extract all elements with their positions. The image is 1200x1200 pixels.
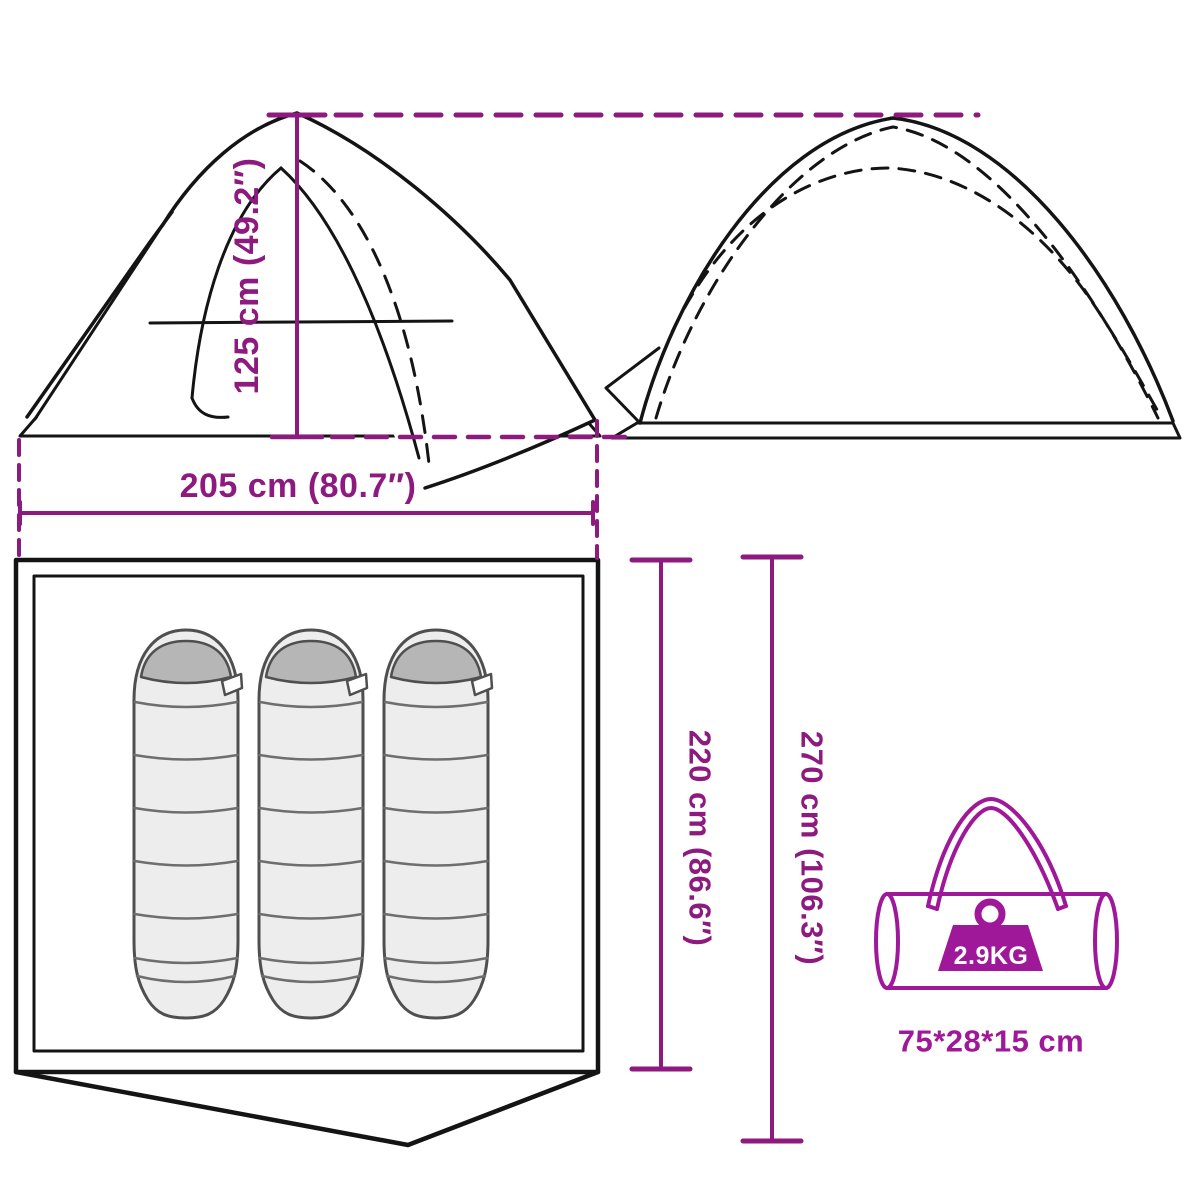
bag-outline	[382, 628, 490, 1020]
carry-bag-weight-label: 2.9KG	[954, 942, 1029, 970]
total-length-caps	[740, 554, 804, 1144]
front-dome-outline	[160, 111, 597, 422]
line-art-layer	[13, 111, 1182, 1148]
bag-ribs	[133, 700, 239, 984]
tent-side-view	[604, 116, 1182, 440]
front-left-pole	[33, 224, 164, 421]
sleeping-bag	[132, 628, 244, 1020]
carry-bag-size-label: 75*28*15 cm	[898, 1024, 1085, 1059]
width-dimension-caps	[18, 500, 595, 526]
bag-cylinder-right-end	[1093, 892, 1119, 990]
bag-tag	[220, 672, 244, 697]
bag-cylinder-left-end	[874, 892, 900, 990]
labels-layer: 125 cm (49.2″) 205 cm (80.7″) 220 cm (86…	[180, 158, 830, 966]
side-ground	[610, 421, 1182, 440]
inner-length-dimension-label: 220 cm (86.6″)	[683, 730, 718, 947]
front-inner-dashed	[298, 159, 432, 475]
floorplan-vestibule	[13, 1069, 601, 1148]
dimension-lines-layer	[17, 112, 981, 1144]
weight-body	[938, 925, 1043, 971]
total-length-dimension-label: 270 cm (106.3″)	[795, 731, 830, 965]
bag-hood	[139, 639, 233, 685]
bag-outline	[257, 628, 365, 1020]
height-dimension-label: 125 cm (49.2″)	[228, 158, 266, 395]
side-innertent-dashed	[670, 166, 1162, 417]
front-door-bottom	[190, 396, 230, 419]
front-door-flap	[423, 418, 597, 490]
bag-ribs	[258, 700, 364, 984]
bag-cylinder-body	[885, 892, 1108, 990]
front-door-midline	[148, 319, 454, 325]
front-door-left-edge	[190, 166, 283, 400]
bag-ribs	[383, 700, 489, 984]
bag-tag	[470, 672, 494, 697]
bag-hood	[264, 639, 358, 685]
bag-outline	[132, 628, 240, 1020]
bag-tag	[345, 672, 369, 697]
bag-handle-outer	[926, 797, 1068, 908]
inner-length-caps	[629, 557, 693, 1072]
sleeping-bag	[382, 628, 494, 1020]
bag-hood	[389, 639, 483, 685]
bag-handle-inner	[935, 806, 1060, 911]
front-dome-fill	[27, 113, 595, 488]
side-peg	[604, 346, 661, 425]
bag-handle-ends	[926, 904, 1068, 911]
floor-plan	[13, 557, 601, 1148]
front-door-right-edge	[279, 166, 421, 460]
carry-bag	[874, 797, 1119, 990]
tent-front-view	[18, 111, 602, 490]
side-dome-outline	[638, 116, 1175, 425]
sleeping-bag	[257, 628, 369, 1020]
weight-loop	[974, 898, 1006, 930]
floorplan-inner-rect	[32, 574, 585, 1053]
carry-bag-labels: 2.9KG 75*28*15 cm	[898, 942, 1085, 1059]
width-dimension-label: 205 cm (80.7″)	[180, 467, 417, 505]
